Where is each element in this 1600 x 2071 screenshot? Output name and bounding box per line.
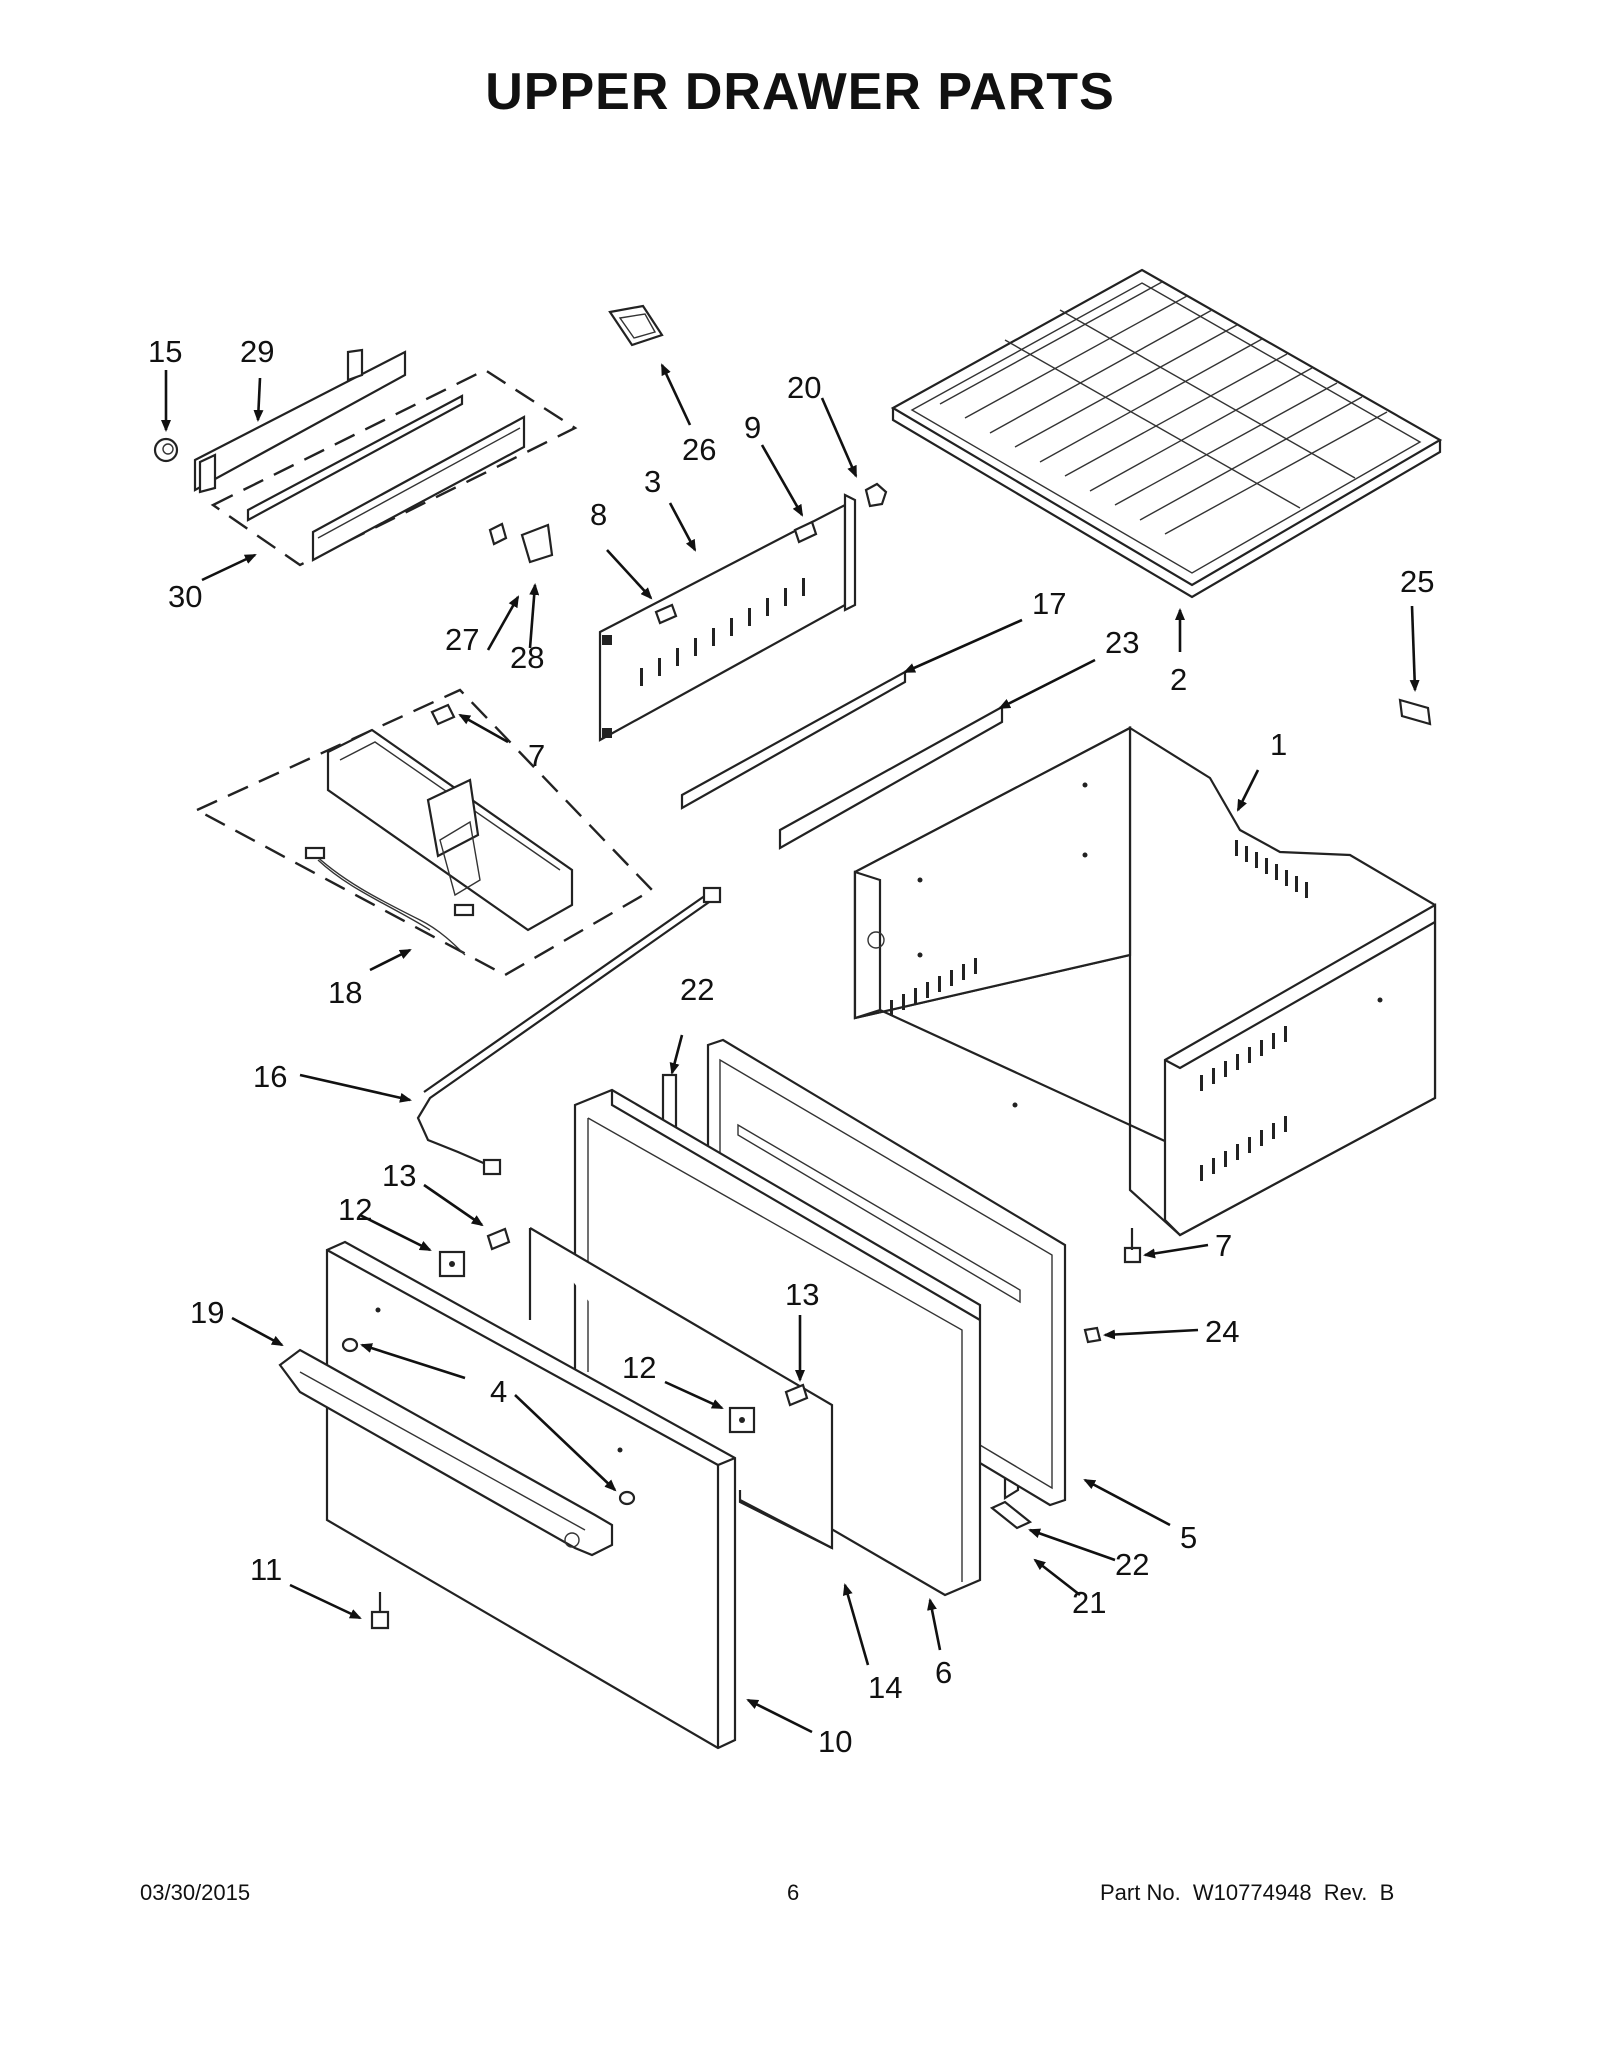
part-11-screw	[370, 1592, 390, 1630]
callout-4: 4	[490, 1374, 507, 1409]
callout-27: 27	[445, 622, 479, 657]
callout-16: 16	[253, 1059, 287, 1094]
part-27-clip	[488, 522, 508, 546]
callout-22: 22	[1115, 1547, 1149, 1582]
callout-17: 17	[1032, 586, 1066, 621]
part-30-bracket-assembly	[193, 348, 578, 567]
part-21-gasket-end	[989, 1500, 1033, 1530]
callout-6: 6	[935, 1655, 952, 1690]
part-12-clip	[438, 1250, 466, 1278]
part-19-handle	[278, 1348, 614, 1557]
part-16-wire-harness	[416, 886, 722, 1176]
callout-9: 9	[744, 410, 761, 445]
callout-24: 24	[1205, 1314, 1239, 1349]
callout-2: 2	[1170, 662, 1187, 697]
callout-23: 23	[1105, 625, 1139, 660]
callout-14: 14	[868, 1670, 902, 1705]
part-7-screw	[430, 703, 456, 726]
part-3-panel	[598, 493, 857, 742]
callout-28: 28	[510, 640, 544, 675]
part-9-screw	[793, 520, 818, 544]
part-13-screw	[784, 1383, 809, 1407]
part-8-screw	[654, 603, 678, 625]
callout-20: 20	[787, 370, 821, 405]
part-2-drawer-tray	[890, 268, 1443, 599]
part-25-bumper	[1398, 698, 1432, 726]
callout-1: 1	[1270, 727, 1287, 762]
part-23-strip	[778, 705, 1004, 850]
callout-10: 10	[818, 1724, 852, 1759]
callout-18: 18	[328, 975, 362, 1010]
leader-arrows	[161, 363, 1420, 1734]
callout-13: 13	[382, 1158, 416, 1193]
callout-3: 3	[644, 464, 661, 499]
callout-7: 7	[1215, 1228, 1232, 1263]
callout-12: 12	[338, 1192, 372, 1227]
footer-date: 03/30/2015	[140, 1880, 251, 1905]
callout-25: 25	[1400, 564, 1434, 599]
part-26-clip	[608, 304, 664, 347]
footer-part-number: Part No. W10774948 Rev. B	[1100, 1880, 1395, 1905]
callout-11: 11	[250, 1552, 282, 1587]
callout-5: 5	[1180, 1520, 1197, 1555]
part-1-drawer-basket	[853, 726, 1437, 1237]
callout-labels: 15 29 30 26 20 9 3 8 2 25 1 17 23 27 28 …	[148, 334, 1434, 1759]
part-18-control-assembly	[194, 688, 654, 977]
part-15-knob	[153, 437, 179, 463]
part-7-screw	[1123, 1228, 1142, 1264]
callout-13: 13	[785, 1277, 819, 1312]
part-4-spacer	[341, 1337, 636, 1506]
part-24-bumper	[1083, 1326, 1102, 1344]
footer-page-number: 6	[787, 1880, 800, 1905]
callout-26: 26	[682, 432, 716, 467]
part-13-screw	[486, 1227, 511, 1251]
callout-22: 22	[680, 972, 714, 1007]
part-28-clip	[520, 523, 554, 564]
callout-8: 8	[590, 497, 607, 532]
page-title: UPPER DRAWER PARTS	[485, 63, 1115, 121]
part-17-strip	[680, 670, 907, 810]
callout-29: 29	[240, 334, 274, 369]
callout-19: 19	[190, 1295, 224, 1330]
part-12-clip	[728, 1406, 756, 1434]
part-20-nut	[864, 482, 888, 508]
callout-15: 15	[148, 334, 182, 369]
callout-30: 30	[168, 579, 202, 614]
callout-12: 12	[622, 1350, 656, 1385]
callout-21: 21	[1072, 1585, 1106, 1620]
callout-7: 7	[528, 738, 545, 773]
